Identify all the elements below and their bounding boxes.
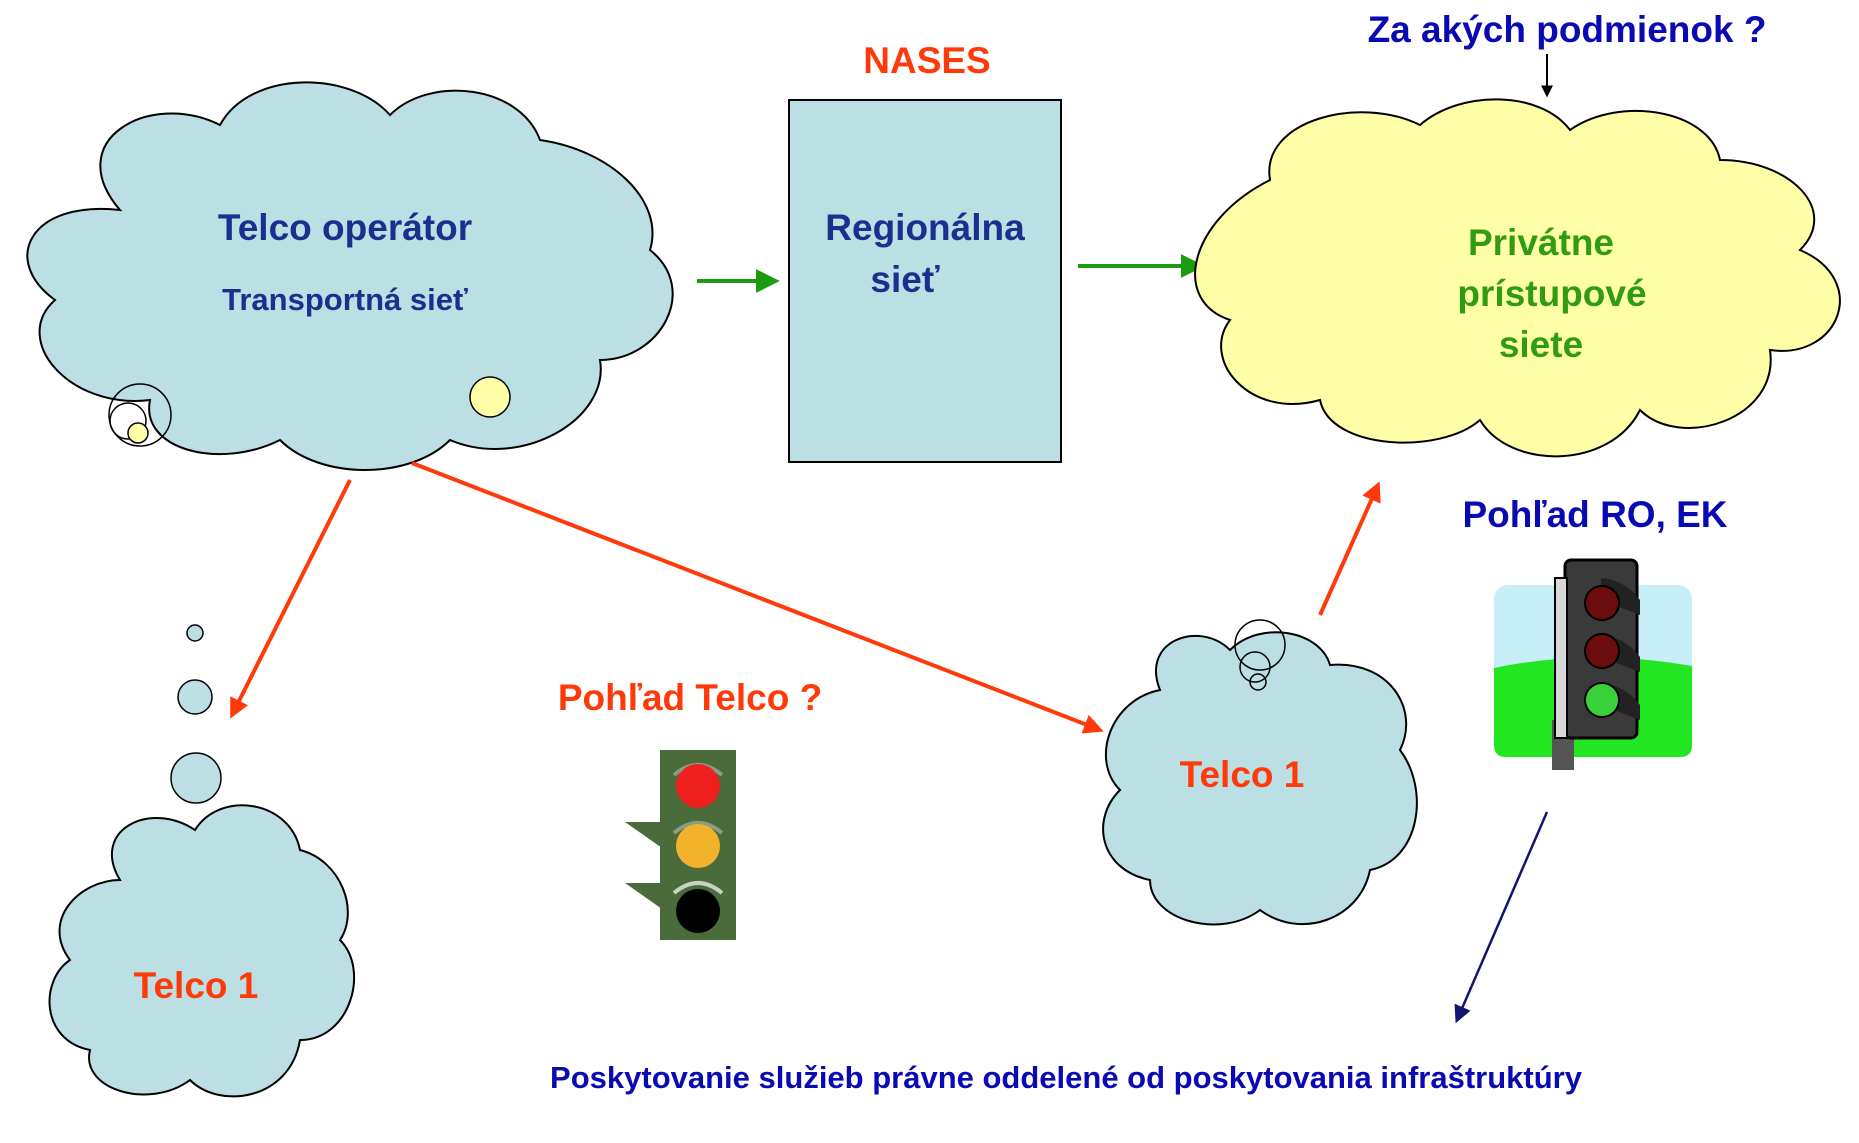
red-light-icon — [676, 764, 720, 808]
amber-light-icon — [676, 824, 720, 868]
ro-ek-view-label: Pohľad RO, EK — [1462, 494, 1727, 535]
regional-network-line1: Regionálna — [825, 207, 1025, 248]
off-light-icon — [676, 889, 720, 933]
regional-network-line2: sieť — [870, 259, 939, 300]
telco1-left-cloud — [48, 804, 356, 1098]
traffic-light-telco — [625, 750, 736, 940]
telco-operator-subtitle: Transportná sieť — [222, 282, 468, 317]
private-networks-cloud — [1194, 98, 1841, 458]
telco1-right-cloud — [1102, 619, 1418, 926]
telco1-left-label: Telco 1 — [134, 965, 259, 1006]
dark-amber-light-icon — [1584, 633, 1620, 669]
dark-red-light-icon — [1584, 585, 1620, 621]
green-light-icon — [1584, 682, 1620, 718]
telco-operator-cloud — [26, 81, 674, 471]
private-networks-line1: Privátne — [1468, 222, 1614, 263]
telco-operator-title: Telco operátor — [218, 207, 472, 248]
bottom-note: Poskytovanie služieb právne oddelené od … — [550, 1060, 1583, 1095]
private-networks-line2: prístupové — [1457, 273, 1646, 314]
private-networks-line3: siete — [1499, 324, 1583, 365]
telco1-right-label: Telco 1 — [1180, 754, 1305, 795]
arrow-telco-to-right-telco1 — [411, 461, 1104, 734]
arrow-telco1-to-private — [1318, 481, 1381, 616]
regional-network-box — [788, 99, 1062, 463]
arrow-telco-to-left-telco1 — [230, 479, 352, 719]
arrow-ro-ek-to-note — [1454, 811, 1549, 1024]
nases-label: NASES — [863, 40, 990, 81]
conditions-question: Za akých podmienok ? — [1368, 9, 1767, 50]
traffic-light-ro-ek — [1494, 558, 1692, 770]
telco-view-label: Pohľad Telco ? — [558, 677, 822, 718]
thought-bubbles-left — [170, 624, 222, 804]
